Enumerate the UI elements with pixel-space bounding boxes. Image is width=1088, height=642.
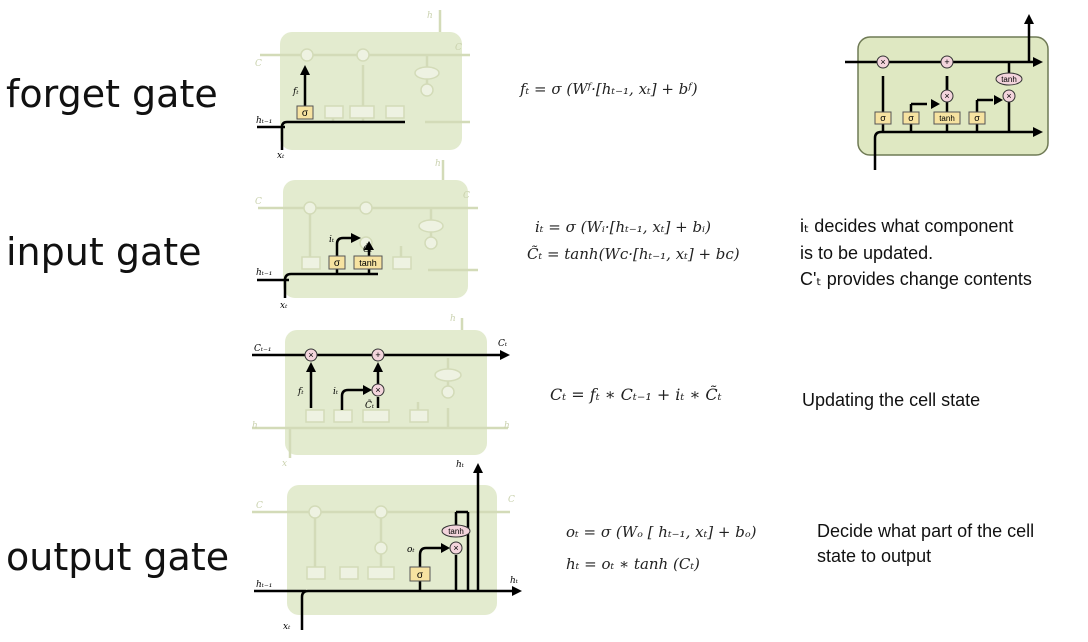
input-multiply-op: × bbox=[944, 91, 949, 101]
forget-multiply-op: × bbox=[880, 57, 885, 67]
input-xt-label: xₜ bbox=[280, 301, 288, 311]
output-ht-right-label: hₜ bbox=[510, 576, 519, 586]
svg-text:h: h bbox=[427, 11, 433, 21]
input-gate-desc-1: iₜ decides what component bbox=[800, 216, 1014, 236]
output-multiply-op: × bbox=[1006, 91, 1011, 101]
svg-text:h: h bbox=[435, 159, 441, 169]
forget-gate-diagram: C C h σ fₜ hₜ₋₁ xₜ bbox=[255, 10, 470, 161]
input-gate-desc-3: C'ₜ provides change contents bbox=[800, 269, 1032, 289]
ctilde-label: C̃ₜ bbox=[363, 243, 373, 255]
output-gate-label: output gate bbox=[6, 535, 230, 579]
forget-sigma-box: σ bbox=[880, 113, 886, 123]
svg-text:C: C bbox=[256, 501, 263, 511]
input-sigma-label: σ bbox=[334, 258, 341, 269]
output-gate-equation-1: oₜ = σ (Wₒ [ hₜ₋₁, xₜ] + bₒ) bbox=[566, 523, 757, 541]
ft-label: fₜ bbox=[292, 87, 299, 97]
svg-text:C: C bbox=[463, 191, 470, 201]
svg-text:h: h bbox=[252, 421, 258, 431]
input-gate-equation-1: iₜ = σ (Wᵢ·[hₜ₋₁, xₜ] + bᵢ) bbox=[535, 218, 711, 236]
lstm-cell-diagram: × + × × tanh σ σ tanh σ bbox=[845, 14, 1049, 170]
output-gate-desc-1: Decide what part of the cell bbox=[817, 521, 1035, 541]
svg-text:x: x bbox=[282, 459, 287, 469]
update-input-multiply-op: × bbox=[375, 385, 380, 395]
output-xt-label: xₜ bbox=[283, 622, 291, 632]
output-gate-equation-2: hₜ = oₜ ∗ tanh (Cₜ) bbox=[566, 555, 700, 573]
output-multiply-label: × bbox=[453, 543, 458, 553]
input-gate-equation-2: C̃ₜ = tanh(Wᴄ·[hₜ₋₁, xₜ] + bᴄ) bbox=[527, 245, 740, 263]
update-multiply-op: × bbox=[308, 350, 313, 360]
cell-update-diagram: h h h x × + × Cₜ₋₁ Cₜ fₜ iₜ C̃ₜ bbox=[252, 314, 510, 469]
output-gate-diagram: C C × tanh σ oₜ hₜ hₜ hₜ₋₁ xₜ bbox=[252, 460, 522, 632]
input-tanh-label: tanh bbox=[359, 258, 377, 268]
input-sigma-box: σ bbox=[908, 113, 914, 123]
svg-text:C: C bbox=[255, 197, 262, 207]
update-ctilde-label: C̃ₜ bbox=[365, 399, 375, 411]
input-gate-diagram: C C h σ tanh iₜ C̃ₜ hₜ₋₁ xₜ bbox=[255, 159, 478, 311]
forget-gate-label: forget gate bbox=[6, 72, 218, 116]
h-prev-label: hₜ₋₁ bbox=[256, 116, 272, 126]
tanh-box: tanh bbox=[939, 114, 955, 123]
output-sigma-box: σ bbox=[974, 113, 980, 123]
it-label: iₜ bbox=[329, 235, 335, 245]
output-sigma-label: σ bbox=[417, 570, 424, 581]
forget-gate-equation: fₜ = σ (Wᶠ·[hₜ₋₁, xₜ] + bᶠ) bbox=[520, 80, 698, 98]
update-add-op: + bbox=[375, 350, 380, 360]
tanh-op: tanh bbox=[1001, 75, 1017, 84]
output-h-prev-label: hₜ₋₁ bbox=[256, 580, 272, 590]
xt-label: xₜ bbox=[277, 151, 285, 161]
svg-text:C: C bbox=[255, 59, 262, 69]
update-it-label: iₜ bbox=[333, 387, 339, 397]
cell-update-desc: Updating the cell state bbox=[802, 390, 981, 410]
update-ft-label: fₜ bbox=[297, 387, 304, 397]
add-op: + bbox=[944, 57, 949, 67]
ot-label: oₜ bbox=[407, 545, 415, 555]
input-gate-label: input gate bbox=[6, 230, 202, 274]
svg-text:h: h bbox=[450, 314, 456, 324]
svg-text:C: C bbox=[508, 495, 515, 505]
update-ct-label: Cₜ bbox=[498, 339, 508, 349]
input-gate-desc-2: is to be updated. bbox=[800, 243, 934, 263]
sigma-label: σ bbox=[302, 108, 309, 119]
output-gate-desc-2: state to output bbox=[817, 546, 932, 566]
cell-update-equation: Cₜ = fₜ ∗ Cₜ₋₁ + iₜ ∗ C̃ₜ bbox=[550, 385, 722, 404]
svg-text:h: h bbox=[504, 421, 510, 431]
svg-text:C: C bbox=[455, 43, 462, 53]
output-ht-top-label: hₜ bbox=[456, 460, 465, 470]
update-c-prev-label: Cₜ₋₁ bbox=[254, 344, 271, 354]
input-h-prev-label: hₜ₋₁ bbox=[256, 268, 272, 278]
output-tanh-label: tanh bbox=[448, 527, 464, 536]
